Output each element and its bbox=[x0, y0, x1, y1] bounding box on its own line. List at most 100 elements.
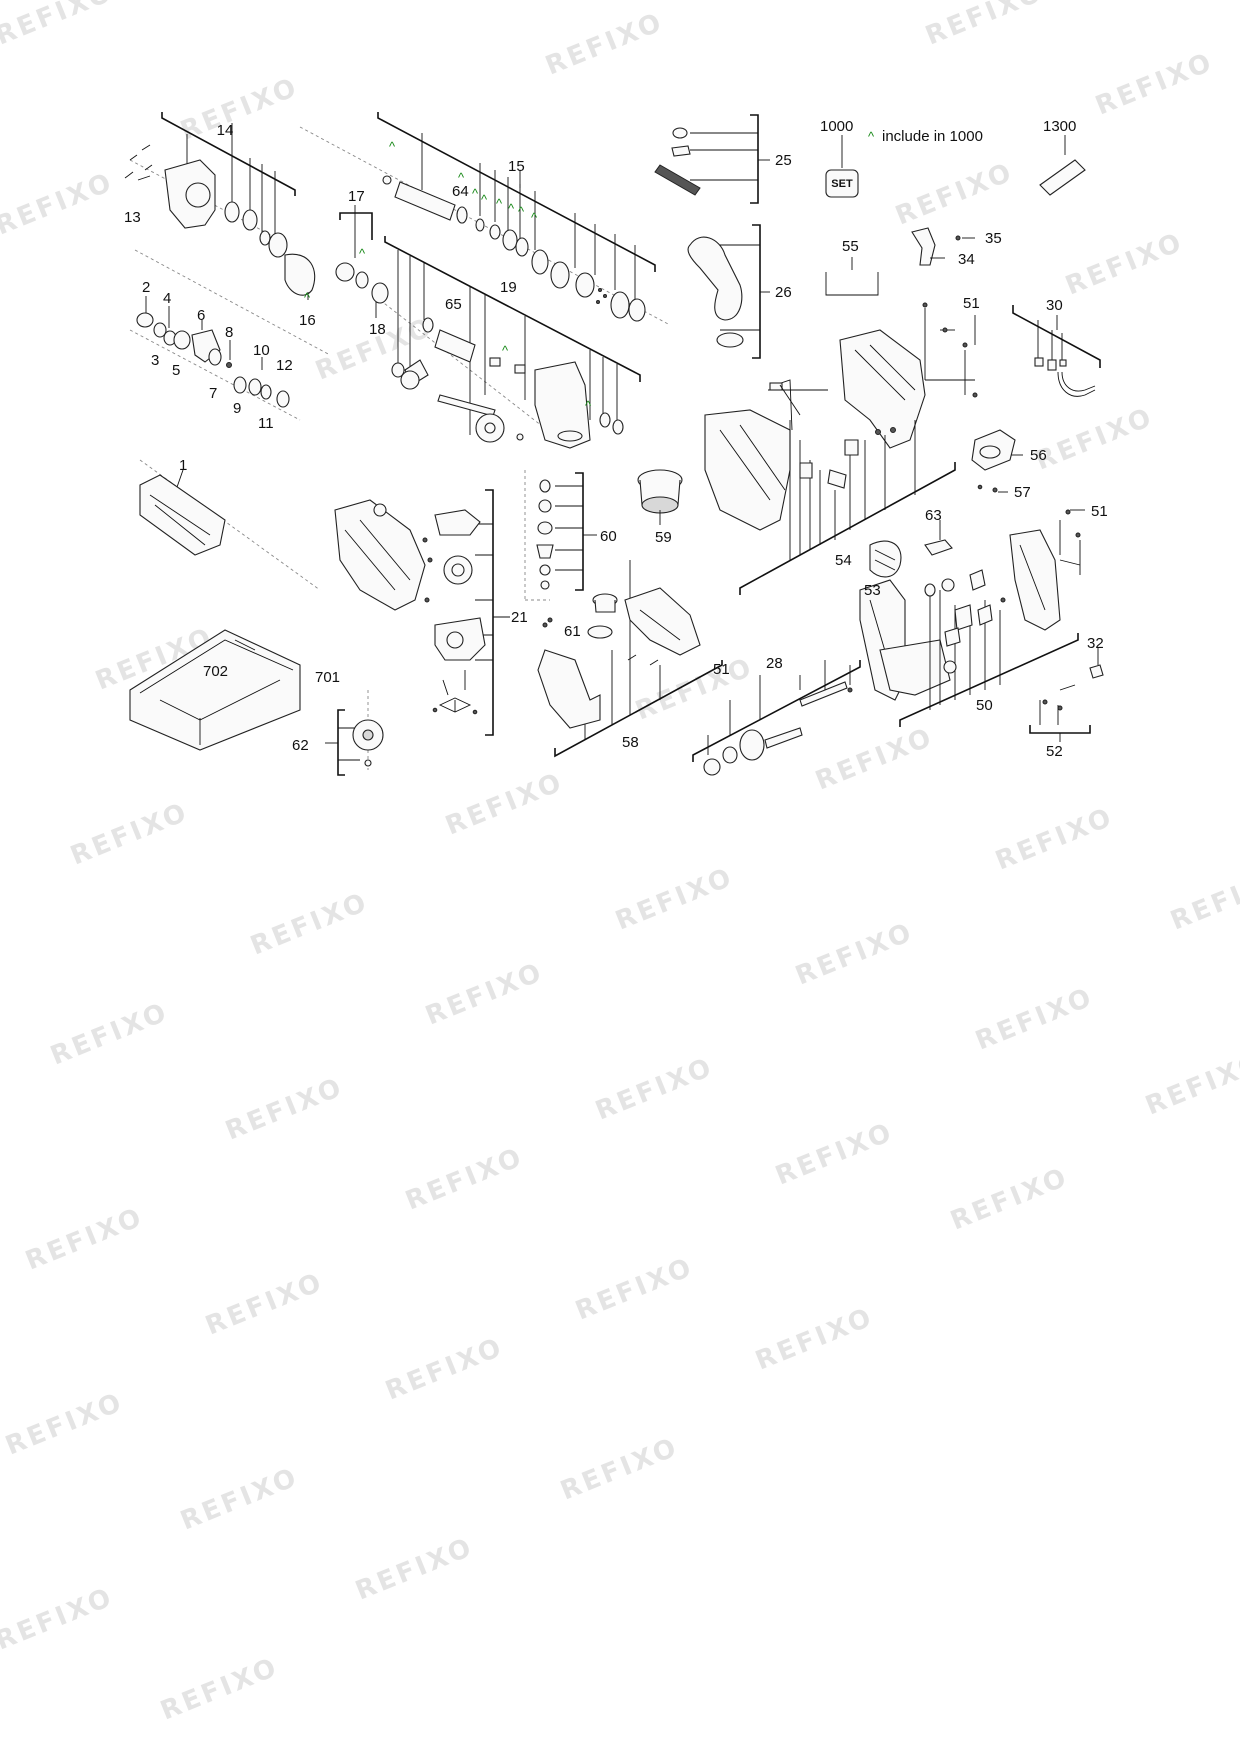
caret-marker: ^ bbox=[458, 170, 465, 185]
label-7: 7 bbox=[209, 385, 217, 402]
watermark: REFIXO bbox=[221, 1072, 348, 1146]
label-2: 2 bbox=[142, 279, 150, 296]
part-53-switch bbox=[869, 540, 902, 578]
label-64: 64 bbox=[452, 183, 469, 200]
watermark: REFIXO bbox=[201, 1267, 328, 1341]
pins-51-right bbox=[1059, 509, 1085, 575]
label-19: 19 bbox=[500, 279, 517, 296]
label-28: 28 bbox=[766, 655, 783, 672]
label-4: 4 bbox=[163, 290, 171, 307]
group-15-spindle bbox=[377, 112, 656, 322]
label-9: 9 bbox=[233, 400, 241, 417]
small-bearings-2-12 bbox=[136, 296, 290, 408]
label-13: 13 bbox=[124, 209, 141, 226]
watermark: REFIXO bbox=[891, 157, 1018, 231]
watermark: REFIXO bbox=[991, 802, 1118, 876]
upper-housing-left bbox=[704, 409, 791, 531]
watermark: REFIXO bbox=[811, 722, 938, 796]
watermark: REFIXO bbox=[401, 1142, 528, 1216]
watermark: REFIXO bbox=[351, 1532, 478, 1606]
legend-caret: ^ bbox=[868, 129, 875, 144]
cam bbox=[400, 370, 420, 390]
label-25: 25 bbox=[775, 152, 792, 169]
ring bbox=[502, 229, 518, 251]
label-15: 15 bbox=[508, 158, 525, 175]
group-54-main-housing bbox=[704, 329, 956, 595]
pins-51-upper bbox=[922, 302, 978, 398]
part-63 bbox=[924, 520, 953, 556]
label-56: 56 bbox=[1030, 447, 1047, 464]
include-markers: ^ ^ ^ ^ ^ ^ ^ ^ ^ ^ ^ ^ ^ bbox=[304, 129, 875, 413]
watermark: REFIXO bbox=[156, 1652, 283, 1726]
watermark: REFIXO bbox=[421, 957, 548, 1031]
label-53: 53 bbox=[864, 582, 881, 599]
crankshaft bbox=[437, 394, 496, 417]
caret-marker: ^ bbox=[472, 186, 479, 201]
group-62 bbox=[325, 690, 384, 776]
watermark: REFIXO bbox=[631, 652, 758, 726]
group-17 bbox=[335, 205, 389, 318]
watermark: REFIXO bbox=[946, 1162, 1073, 1236]
label-58: 58 bbox=[622, 734, 639, 751]
ring bbox=[575, 272, 595, 298]
part-59-fan bbox=[637, 469, 683, 525]
motor-cover bbox=[624, 587, 701, 656]
ring bbox=[531, 249, 549, 275]
ring bbox=[475, 218, 485, 232]
group-19-gear-train bbox=[384, 236, 641, 449]
ring bbox=[489, 224, 501, 240]
watermark: REFIXO bbox=[0, 0, 118, 51]
watermark: REFIXO bbox=[441, 767, 568, 841]
label-26: 26 bbox=[775, 284, 792, 301]
watermark: REFIXO bbox=[611, 862, 738, 936]
watermark: REFIXO bbox=[381, 1332, 508, 1406]
upper-housing-right bbox=[839, 329, 926, 449]
label-12: 12 bbox=[276, 357, 293, 374]
group-21-motor bbox=[422, 489, 510, 736]
watermark: REFIXO bbox=[176, 1462, 303, 1536]
watermark: REFIXO bbox=[0, 167, 118, 241]
label-51b: 51 bbox=[963, 295, 980, 312]
label-3: 3 bbox=[151, 352, 159, 369]
caret-marker: ^ bbox=[359, 246, 366, 261]
part-labels: 14 13 16 17 18 15 64 65 19 2 4 3 5 6 8 7… bbox=[124, 118, 1108, 760]
end-cap bbox=[434, 509, 481, 536]
gasket-16 bbox=[284, 253, 316, 296]
label-50: 50 bbox=[976, 697, 993, 714]
legend-include-text: include in 1000 bbox=[882, 128, 983, 145]
caret-marker: ^ bbox=[531, 210, 538, 225]
seal bbox=[268, 232, 288, 258]
part-1300-grease bbox=[1039, 135, 1086, 196]
watermark: REFIXO bbox=[791, 917, 918, 991]
caret-marker: ^ bbox=[585, 398, 592, 413]
watermark: REFIXO bbox=[541, 7, 668, 81]
knob bbox=[739, 729, 765, 761]
washer bbox=[259, 230, 271, 246]
part-1-sleeve bbox=[139, 469, 226, 556]
o-ring bbox=[242, 209, 258, 231]
label-702: 702 bbox=[203, 663, 228, 680]
housing-cover bbox=[537, 649, 601, 729]
label-34: 34 bbox=[958, 251, 975, 268]
watermark: REFIXO bbox=[1166, 862, 1240, 936]
watermark: REFIXO bbox=[556, 1432, 683, 1506]
caret-marker: ^ bbox=[518, 204, 525, 219]
group-58-lower-housing bbox=[537, 560, 723, 758]
label-8: 8 bbox=[225, 324, 233, 341]
clip bbox=[911, 227, 936, 266]
carry-case bbox=[129, 629, 301, 751]
watermark: REFIXO bbox=[571, 1252, 698, 1326]
ring bbox=[550, 261, 570, 289]
watermark: REFIXO bbox=[971, 982, 1098, 1056]
label-1300: 1300 bbox=[1043, 118, 1076, 135]
label-701: 701 bbox=[315, 669, 340, 686]
caret-marker: ^ bbox=[508, 201, 515, 216]
caret-marker: ^ bbox=[304, 290, 311, 305]
watermark: REFIXO bbox=[591, 1052, 718, 1126]
group-26-lever bbox=[687, 224, 770, 359]
o-ring-18 bbox=[371, 282, 389, 304]
bearing bbox=[610, 291, 630, 319]
label-65: 65 bbox=[445, 296, 462, 313]
watermark: REFIXO bbox=[1031, 402, 1158, 476]
